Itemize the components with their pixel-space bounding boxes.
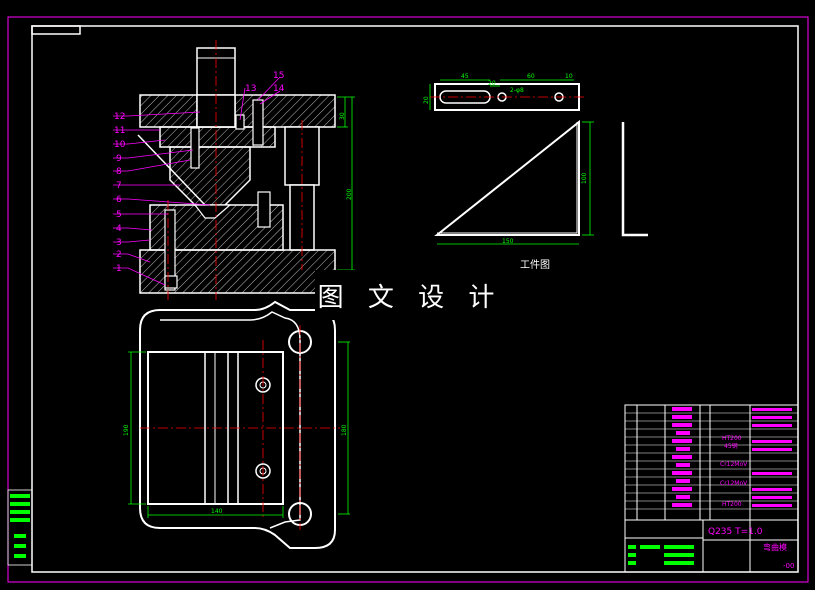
material-3: Cr12MoV — [720, 461, 748, 468]
drawing-number: -00 — [783, 562, 794, 570]
part-number-2: 2 — [116, 250, 122, 260]
title-block-text: HT200 45钢 Cr12MoV Cr12MoV HT200 — [720, 435, 748, 508]
title-block-main-text: Q235 T=1.0 弯曲模 -00 — [708, 527, 794, 570]
part-number-11: 11 — [114, 126, 125, 136]
dim-plan-width: 140 — [211, 508, 223, 515]
watermark-text: 图 文 设 计 — [315, 270, 505, 320]
part-number-14: 14 — [273, 84, 285, 94]
part-number-3: 3 — [116, 238, 122, 248]
die-plan-view — [139, 300, 340, 549]
material-spec: Q235 T=1.0 — [708, 527, 763, 537]
plan-dimensions: 190 180 140 — [123, 341, 350, 518]
title-block-rows — [625, 412, 798, 510]
material-4: Cr12MoV — [720, 480, 748, 487]
dim-die-top: 30 — [339, 112, 346, 120]
dim-die-height: 200 — [346, 188, 353, 200]
section-dimensions: 30 200 — [337, 96, 355, 271]
part-leaders — [113, 76, 281, 286]
part-number-6: 6 — [116, 195, 122, 205]
title-block-fills — [672, 407, 792, 507]
dim-plan-height-right: 180 — [341, 424, 348, 436]
workpiece-front-dimensions: 150 100 — [437, 121, 594, 245]
material-1: HT200 — [722, 435, 742, 442]
dim-top-60: 60 — [527, 73, 535, 80]
workpiece-top-dimensions: 45 60 10 20 2-φ8 20 — [423, 73, 574, 110]
material-5: HT200 — [722, 501, 742, 508]
part-number-10: 10 — [114, 140, 126, 150]
die-section-view — [137, 40, 336, 300]
part-number-9: 9 — [116, 154, 122, 164]
part-name: 弯曲模 — [763, 542, 787, 552]
dim-triangle-width: 150 — [502, 238, 514, 245]
part-number-5: 5 — [116, 210, 122, 220]
revision-stamp — [7, 489, 33, 566]
part-number-13: 13 — [245, 84, 256, 94]
part-number-7: 7 — [116, 181, 122, 191]
part-number-1: 1 — [116, 264, 122, 274]
part-number-15: 15 — [273, 71, 284, 81]
part-number-8: 8 — [116, 167, 122, 177]
outer-border — [7, 16, 809, 583]
dim-top-20: 20 — [488, 80, 496, 87]
dim-top-height: 20 — [423, 96, 430, 104]
workpiece-top-view — [430, 83, 585, 111]
workpiece-side-view — [621, 122, 648, 237]
corner-tag — [31, 25, 81, 35]
dim-triangle-height: 100 — [581, 172, 588, 184]
part-number-12: 12 — [114, 112, 125, 122]
dim-plan-height-left: 190 — [123, 424, 130, 436]
part-numbers: 1 2 3 4 5 6 7 8 9 10 11 12 13 14 15 — [114, 71, 285, 274]
title-block-green — [628, 545, 694, 565]
dim-top-10: 10 — [565, 73, 573, 80]
inner-border — [31, 25, 799, 573]
material-2: 45钢 — [724, 442, 738, 450]
workpiece-front-view — [434, 119, 580, 236]
dim-top-45: 45 — [461, 73, 469, 80]
workpiece-caption: 工件图 — [520, 260, 550, 271]
part-number-4: 4 — [116, 224, 122, 234]
dim-top-slot: 2-φ8 — [510, 87, 524, 94]
